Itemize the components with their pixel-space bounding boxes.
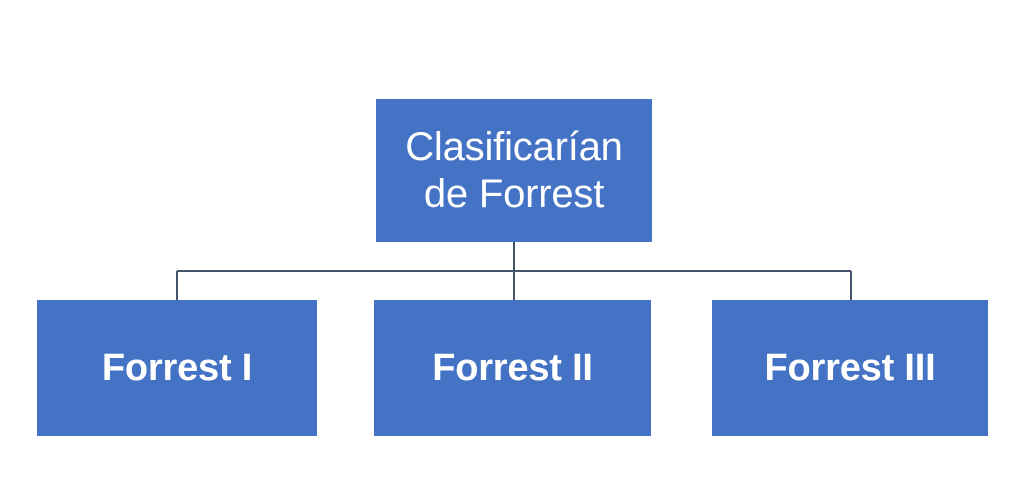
node-forrest-1[interactable]: Forrest I bbox=[37, 300, 317, 436]
node-forrest-2[interactable]: Forrest II bbox=[374, 300, 651, 436]
node-forrest-3-label: Forrest III bbox=[764, 346, 936, 389]
node-forrest-1-label: Forrest I bbox=[101, 346, 253, 389]
node-forrest-2-label: Forrest II bbox=[432, 346, 593, 389]
node-root[interactable]: Clasificarían de Forrest bbox=[376, 99, 652, 242]
node-root-label: Clasificarían de Forrest bbox=[405, 125, 623, 216]
node-forrest-3[interactable]: Forrest III bbox=[712, 300, 988, 436]
